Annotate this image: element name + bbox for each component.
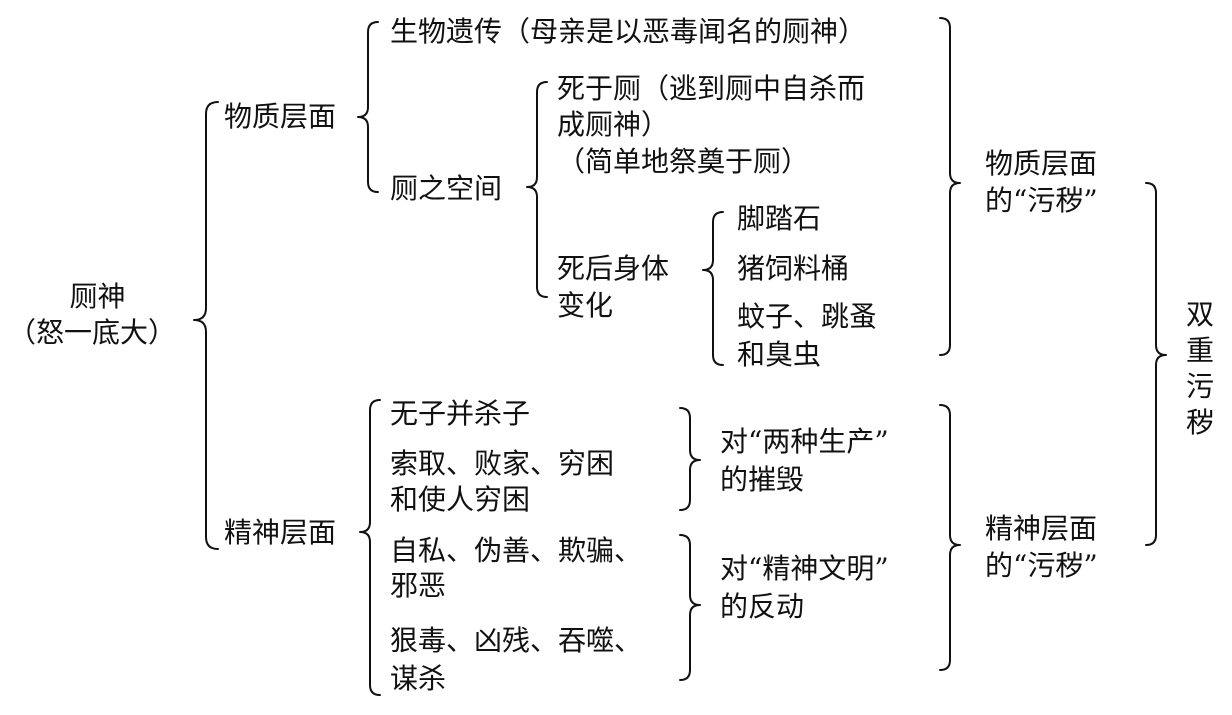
double-filth-char-1: 双 <box>1186 298 1215 331</box>
item-insects-line1: 蚊子、跳蚤 <box>737 300 878 333</box>
heredity-text: 生物遗传（母亲是以恶毒闻名的厕神） <box>390 15 867 48</box>
group1-label-line1: 对“两种生产” <box>720 425 889 458</box>
item-stepping-stone: 脚踏石 <box>737 202 822 235</box>
death-in-toilet-line2: 成厕神） <box>557 108 670 141</box>
spiritual-item-3-line1: 自私、伪善、欺骗、 <box>390 534 643 567</box>
brace-close-group2 <box>679 534 701 681</box>
brace-close-group1 <box>679 407 701 511</box>
death-in-toilet-line3: （简单地祭奠于厕） <box>557 145 810 178</box>
spiritual-item-4-line1: 狠毒、凶残、吞噬、 <box>390 624 643 657</box>
material-summary-line2: 的“污秽” <box>985 184 1098 217</box>
body-change-line2: 变化 <box>557 289 614 322</box>
spiritual-item-2-line2: 和使人穷困 <box>390 483 531 516</box>
brace-body-change <box>702 211 724 366</box>
body-change-line1: 死后身体 <box>557 252 670 285</box>
brace-space <box>526 81 548 298</box>
group2-label-line1: 对“精神文明” <box>720 552 889 585</box>
material-summary-line1: 物质层面 <box>985 147 1098 180</box>
material-level-label: 物质层面 <box>224 100 337 133</box>
brace-root <box>193 101 219 550</box>
spiritual-summary-line1: 精神层面 <box>985 512 1098 545</box>
root-node-title: 厕神 <box>69 280 126 313</box>
spiritual-item-3-line2: 邪恶 <box>390 569 447 602</box>
item-pig-feed-bucket: 猪饲料桶 <box>737 252 850 285</box>
double-filth-char-3: 污 <box>1186 370 1215 403</box>
item-insects-line2: 和臭虫 <box>737 338 822 371</box>
group1-label-line2: 的摧毁 <box>720 463 805 496</box>
spiritual-item-2-line1: 索取、败家、穷困 <box>390 447 615 480</box>
spiritual-item-4-line2: 谋杀 <box>390 662 447 695</box>
double-filth-char-2: 重 <box>1186 334 1215 367</box>
brace-spiritual <box>359 399 381 696</box>
death-in-toilet-line1: 死于厕（逃到厕中自杀而 <box>557 72 866 105</box>
spiritual-item-1: 无子并杀子 <box>390 397 531 430</box>
brace-close-spiritual <box>939 404 961 671</box>
spiritual-summary-line2: 的“污秽” <box>985 549 1098 582</box>
brace-material <box>357 21 379 193</box>
spiritual-level-label: 精神层面 <box>224 516 337 549</box>
brace-close-material <box>939 17 961 356</box>
root-node-subtitle: （怒一底大） <box>8 316 177 349</box>
double-filth-char-4: 秽 <box>1186 406 1215 439</box>
group2-label-line2: 的反动 <box>720 590 805 623</box>
brace-close-final <box>1145 182 1167 546</box>
toilet-space-label: 厕之空间 <box>390 172 503 205</box>
